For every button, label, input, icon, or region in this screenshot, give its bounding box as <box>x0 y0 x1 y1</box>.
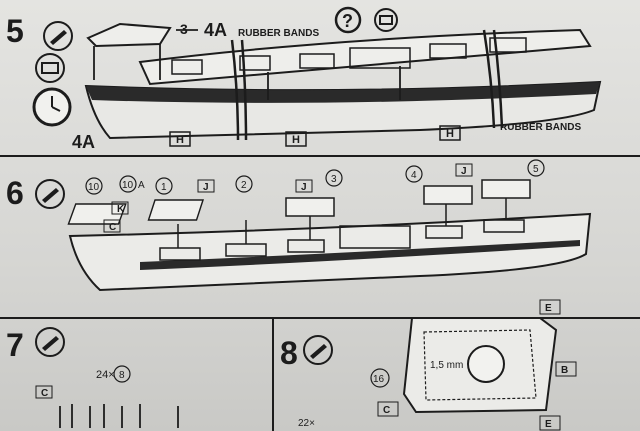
svg-text:C: C <box>383 405 390 416</box>
svg-text:10: 10 <box>88 182 100 193</box>
part-tags-8: E B C E <box>377 299 577 431</box>
callout-16 <box>370 368 390 388</box>
rubber-bands-label-top: RUBBER BANDS <box>238 28 319 39</box>
svg-text:10: 10 <box>122 180 134 191</box>
deck-plan-outline <box>423 329 537 401</box>
glue-tube-icon <box>303 335 333 365</box>
svg-text:5: 5 <box>533 164 539 175</box>
rubber-bands <box>230 29 504 141</box>
svg-text:J: J <box>301 182 307 193</box>
assembly-arrows <box>93 29 401 100</box>
svg-text:H: H <box>446 128 454 140</box>
svg-text:E: E <box>545 303 552 314</box>
step-5: 5 ? 3 4A 4A RUBBER BANDS RUBB <box>6 6 602 152</box>
hatch-covers <box>67 179 531 225</box>
stanchion-posts <box>59 404 179 428</box>
part-callouts: 10 10 A 1 2 3 4 5 <box>85 159 545 195</box>
decal-icon-top <box>374 8 398 32</box>
deck-openings <box>159 219 525 261</box>
callout-8 <box>113 365 131 383</box>
step-number-6: 6 <box>6 175 24 211</box>
glue-tube-icon <box>43 21 73 51</box>
assembled-hull <box>68 212 592 292</box>
clock-icon <box>32 87 72 127</box>
hatch-arrows <box>177 198 507 248</box>
svg-text:?: ? <box>342 11 353 31</box>
question-icon: ? <box>334 6 362 34</box>
hull-stripe-6 <box>140 240 580 270</box>
decal-icon <box>35 53 65 83</box>
step-number-7: 7 <box>6 327 24 363</box>
svg-text:16: 16 <box>373 374 385 385</box>
svg-text:1: 1 <box>161 182 167 193</box>
svg-text:B: B <box>561 365 568 376</box>
tag-c-7 <box>35 385 53 399</box>
svg-text:8: 8 <box>119 370 125 381</box>
forecastle-part <box>86 22 172 48</box>
svg-text:J: J <box>461 166 467 177</box>
quantity-label-7: 24× <box>96 369 115 381</box>
dimension-label: 1,5 mm <box>430 360 463 371</box>
svg-text:3: 3 <box>331 174 337 185</box>
rubber-bands-label-bottom: RUBBER BANDS <box>500 122 581 133</box>
glue-tube-icon <box>35 179 65 209</box>
svg-text:2: 2 <box>241 180 247 191</box>
svg-text:K: K <box>117 204 125 215</box>
svg-text:C: C <box>41 388 48 399</box>
hull-stripe <box>86 82 600 103</box>
step-6: 6 10 10 <box>6 159 592 292</box>
drill-hole-detail <box>467 345 505 383</box>
part-4a-label-side: 4A <box>72 132 95 152</box>
svg-text:A: A <box>138 180 145 191</box>
deck-hatches <box>171 37 527 75</box>
part-3-label: 3 <box>180 21 188 37</box>
svg-text:H: H <box>292 134 300 146</box>
svg-text:4: 4 <box>411 170 417 181</box>
step-number-8: 8 <box>280 335 298 371</box>
glue-tube-icon <box>35 327 65 357</box>
svg-text:J: J <box>203 182 209 193</box>
svg-text:C: C <box>109 222 116 233</box>
part-tags-6: J J J K C <box>103 163 473 233</box>
quantity-label-8: 22× <box>298 418 315 429</box>
svg-text:H: H <box>176 134 184 146</box>
step-8: 8 1,5 mm 16 E B C E 22× <box>280 299 577 431</box>
step-7: 7 24× 8 C <box>6 327 179 428</box>
part-4a-label-top: 4A <box>204 20 227 40</box>
step-number-5: 5 <box>6 13 24 49</box>
svg-text:E: E <box>545 419 552 430</box>
glue-tags: H H H <box>169 125 461 147</box>
